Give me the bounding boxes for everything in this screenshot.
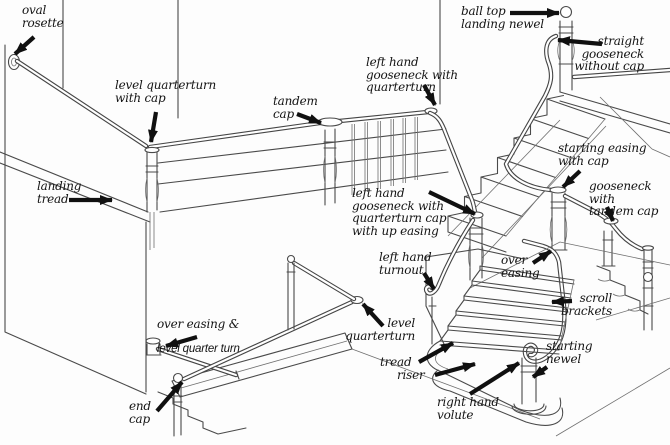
lower-flight-drawing [351,265,670,437]
label-riser: riser [397,368,425,382]
label-scroll-brackets: scroll brackets [560,291,612,318]
arrow-over-easing-and-level-quarter-turn [165,334,198,349]
arrow-scroll-brackets [551,296,573,307]
label-level-quarterturn: level quarterturn [345,316,415,343]
arrow-tread [417,341,455,364]
label-level-quarterturn-with-cap: level quarterturn with cap [115,78,217,105]
label-end-cap: end cap [129,399,151,426]
label-tandem-cap: tandem cap [273,94,318,121]
label-starting-newel: starting newel [546,339,593,366]
top-landing-drawing [557,5,670,158]
wall-lines-drawing [4,0,441,395]
arrow-level-quarterturn [361,302,385,328]
arrow-right-hand-volute [468,361,521,396]
annotation-arrows [13,8,615,413]
label-over-easing-and-level-quarter-turn-line1: over easing & [157,316,240,331]
arrow-over-easing [531,249,553,265]
label-tread: tread [380,355,412,369]
label-right-hand-volute: right hand volute [437,395,499,422]
arrow-starting-easing-with-cap [561,169,582,189]
arrow-starting-newel [531,365,549,379]
arrow-left-hand-turnout [422,271,436,291]
label-left-hand-turnout: left hand turnout [379,250,432,277]
label-ball-top-landing-newel: ball top landing newel [461,4,544,31]
arrow-gooseneck-with-tandem-cap [603,206,615,222]
arrow-left-hand-gooseneck-with-quarterturn-cap-with-up-easing [428,190,476,216]
label-over-easing: over easing [501,253,540,280]
label-straight-gooseneck-without-cap: straight gooseneck without cap [574,34,644,74]
label-starting-easing-with-cap: starting easing with cap [558,141,647,168]
arrow-tandem-cap [296,112,322,125]
arrow-riser [434,361,476,378]
arrow-end-cap [155,380,184,413]
starting-newel-drawing [511,357,547,415]
label-left-hand-gooseneck-with-quarterturn-cap-with-up-easing: left hand gooseneck with quarterturn cap… [352,186,447,238]
label-over-easing-and-level-quarter-turn-line2: level quarter turn [157,342,240,355]
label-over-easing-and-level-quarter-turn: over easing & level quarter turn [157,305,240,367]
arrow-level-quarterturn-with-cap [148,111,159,143]
label-landing-tread: landing tread [37,179,82,206]
arrow-left-hand-gooseneck-with-quarterturn [422,83,437,107]
arrow-straight-gooseneck-without-cap [557,36,603,47]
right-rails-drawing [469,33,670,364]
basement-stair-drawing [145,254,364,437]
arrow-oval-rosette [13,35,36,56]
label-gooseneck-with-tandem-cap: gooseneck with tandem cap [589,179,659,219]
label-left-hand-gooseneck-with-quarterturn: left hand gooseneck with quarterturn [366,55,458,95]
label-oval-rosette: oval rosette [22,3,64,30]
